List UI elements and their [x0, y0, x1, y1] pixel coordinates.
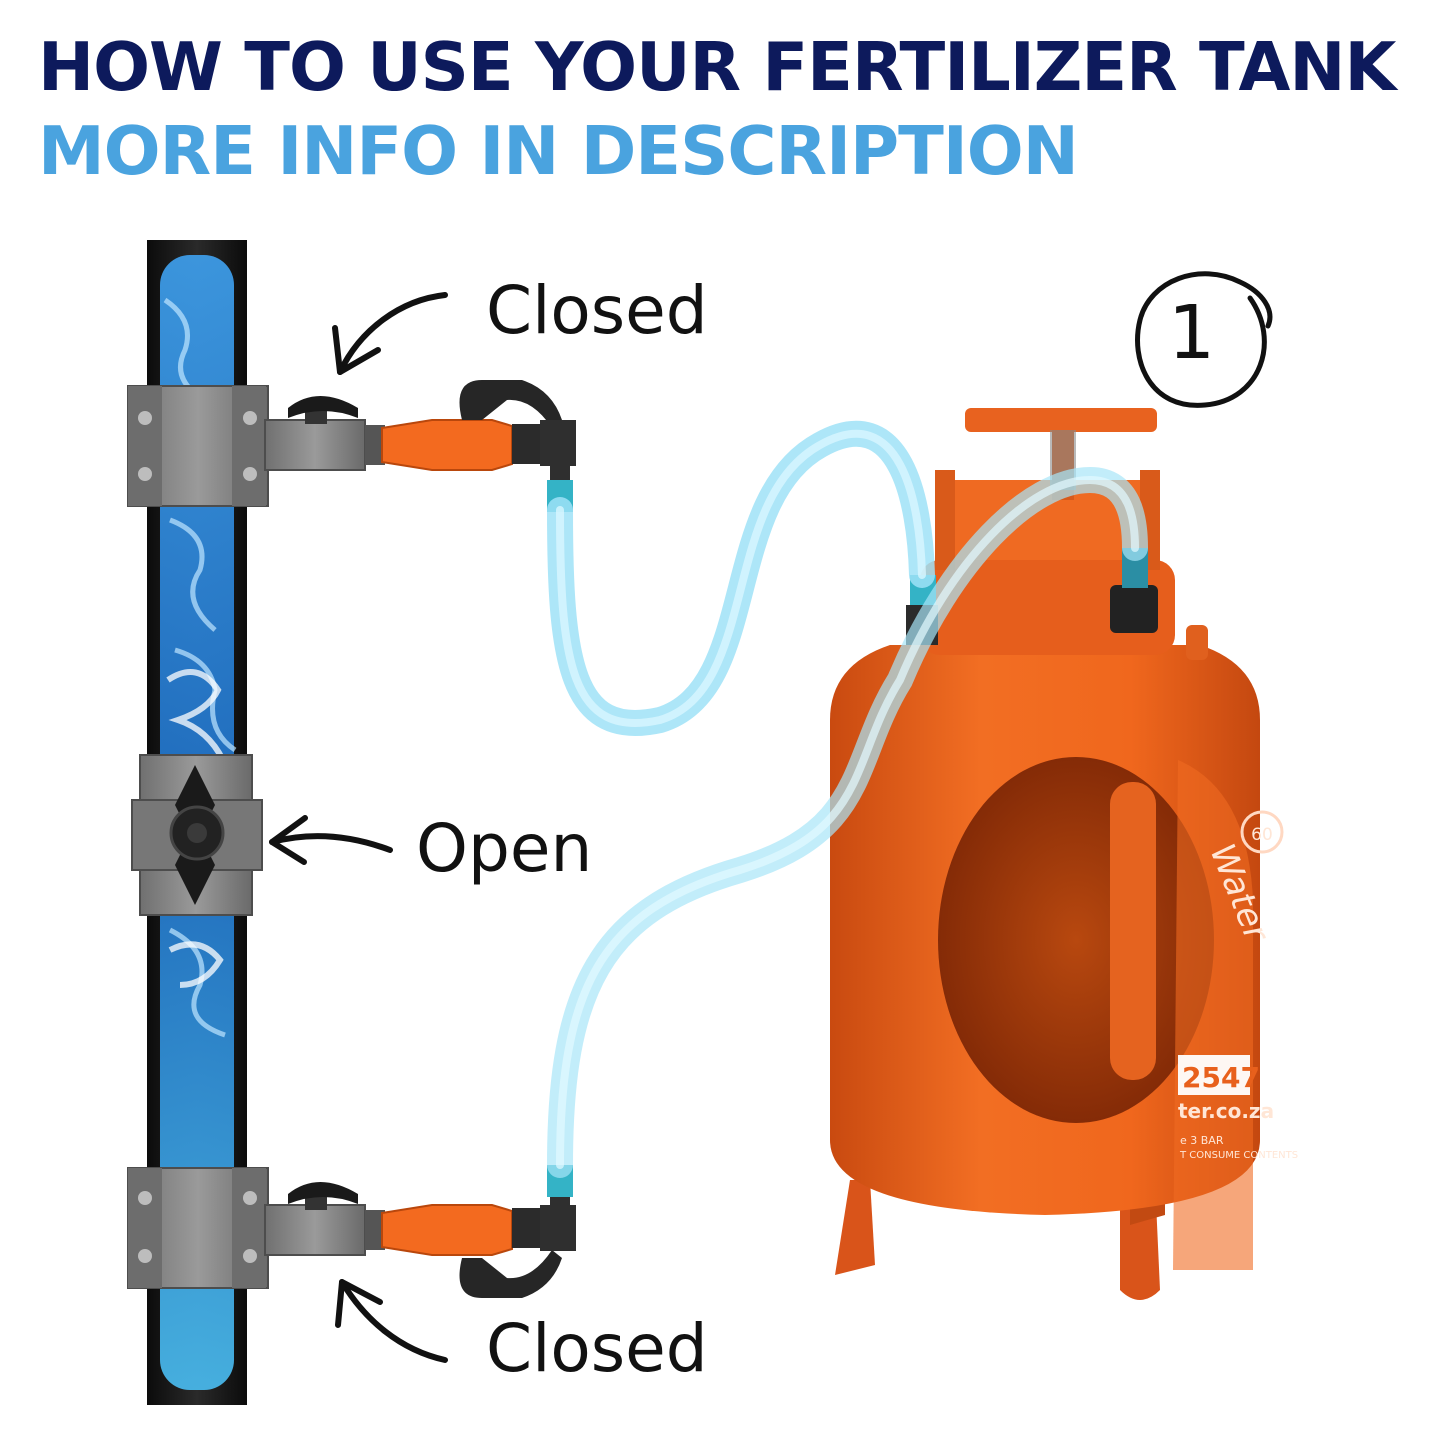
arrow-icon: [335, 1279, 448, 1363]
top-ball-valve[interactable]: [264, 396, 385, 471]
website: ter.co.za: [1178, 1099, 1274, 1123]
fertilizer-tank: 60 Water 2547 ter.co.za e 3 BAR T CONSUM…: [830, 408, 1298, 1300]
hoses: [547, 420, 1148, 1178]
arrow-icon: [332, 292, 448, 375]
page-subtitle: MORE INFO IN DESCRIPTION: [38, 112, 1079, 190]
top-saddle-clamp: [127, 385, 269, 507]
hand-drawn-circle-icon: [1135, 271, 1273, 408]
bottom-ball-valve[interactable]: [264, 1182, 385, 1256]
step-number: 1: [1168, 290, 1216, 376]
capacity-badge-text: 60: [1251, 825, 1273, 845]
middle-ball-valve[interactable]: [131, 754, 263, 916]
valve-state-label-top: Closed: [486, 272, 708, 349]
capacity-badge: [1240, 810, 1284, 854]
valve-state-label-bottom: Closed: [486, 1310, 708, 1387]
valve-handle-icon: [288, 396, 358, 418]
pressure-note: e 3 BAR: [1180, 1134, 1224, 1147]
bottom-saddle-clamp: [127, 1167, 269, 1289]
phone-number: 2547: [1182, 1061, 1260, 1094]
arrow-icon: [269, 815, 393, 865]
page-title: HOW TO USE YOUR FERTILIZER TANK: [38, 28, 1396, 106]
valve-handle-icon: [288, 1182, 358, 1204]
bottom-hose-connector: [381, 1165, 576, 1298]
top-hose-connector: [381, 380, 576, 512]
valve-state-label-middle: Open: [416, 810, 593, 887]
warning-note: T CONSUME CONTENTS: [1179, 1150, 1298, 1161]
